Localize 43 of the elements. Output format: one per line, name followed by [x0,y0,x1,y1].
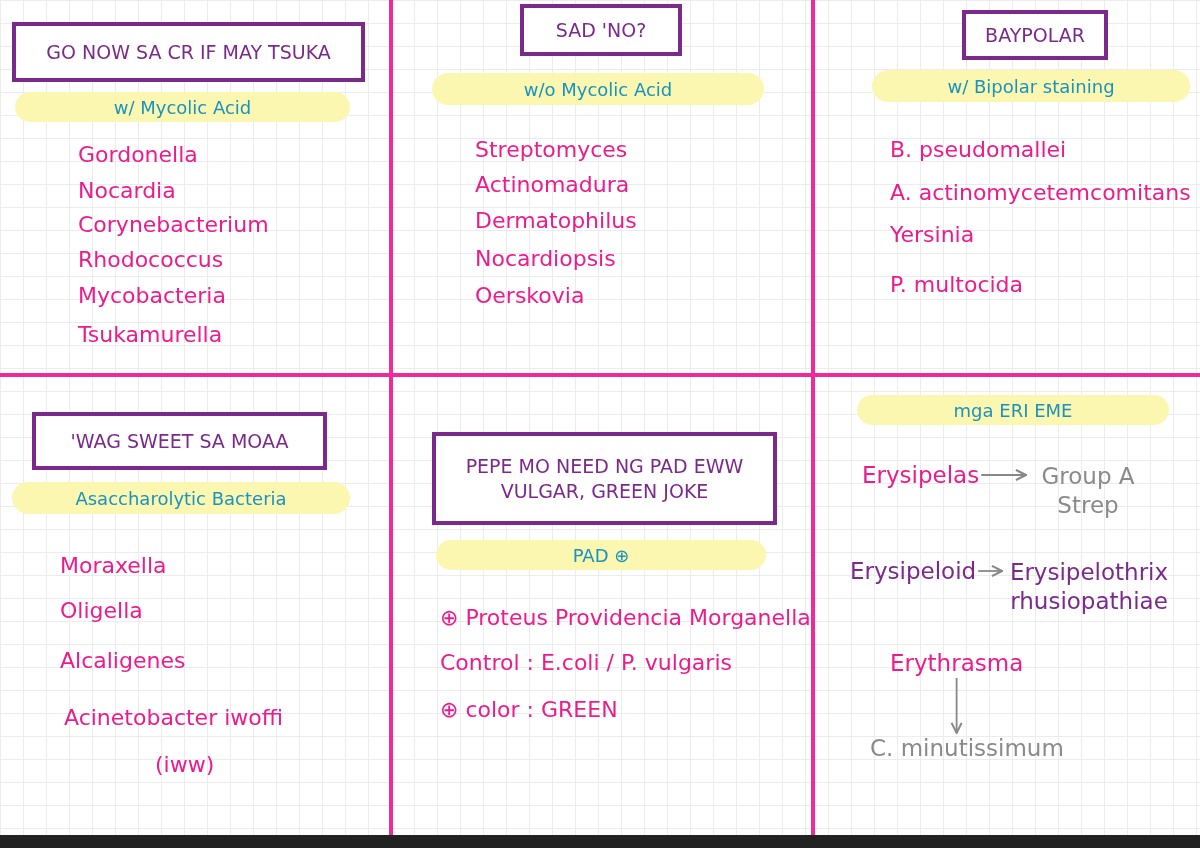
organism-name: Group A Strep [1028,462,1148,520]
highlighted-heading: mga ERI EME [857,395,1169,425]
mnemonic-box: GO NOW SA CR IF MAY TSUKA [12,22,365,82]
note-text: ⊕ color : GREEN [440,697,618,722]
note-text: Alcaligenes [60,648,186,673]
organism-name: Erysipelothrix rhusiopathiae [1004,558,1174,616]
organism-name: Erysipelas [862,462,980,488]
note-text: Oligella [60,598,143,623]
note-text: Mycobacteria [78,283,226,308]
arrow [980,468,1027,482]
note-text: ⊕ Proteus Providencia Morganella [440,605,811,630]
note-text: (iww) [155,752,215,777]
note-text: Rhodococcus [78,247,224,272]
note-text: Nocardiopsis [475,246,616,271]
arrow [950,677,963,734]
note-text: A. actinomycetemcomitans [890,180,1191,205]
note-text: Gordonella [78,142,198,167]
mnemonic-box: 'WAG SWEET SA MOAA [32,412,327,470]
note-text: Acinetobacter iwoffi [64,705,283,730]
mnemonic-box: SAD 'NO? [520,4,682,56]
organism-name: Erysipeloid [850,558,977,584]
mnemonic-box: PEPE MO NEED NG PAD EWW VULGAR, GREEN JOKE [432,432,777,525]
note-text: Moraxella [60,553,167,578]
organism-name: C. minutissimum [870,735,1064,761]
note-text: P. multocida [890,272,1024,297]
highlighted-heading: PAD ⊕ [436,540,766,570]
note-text: Streptomyces [475,137,628,162]
highlighted-heading: w/ Bipolar staining [872,70,1190,102]
note-text: Control : E.coli / P. vulgaris [440,650,732,675]
note-text: Corynebacterium [78,212,269,237]
highlighted-heading: w/o Mycolic Acid [432,73,764,105]
note-text: B. pseudomallei [890,137,1067,162]
note-text: Yersinia [890,222,975,247]
note-text: Nocardia [78,178,176,203]
note-text: Oerskovia [475,283,585,308]
note-text: Tsukamurella [78,322,223,347]
note-text: Actinomadura [475,172,630,197]
note-text: Dermatophilus [475,208,637,233]
mnemonic-box: BAYPOLAR [962,10,1108,60]
highlighted-heading: w/ Mycolic Acid [15,92,350,122]
highlighted-heading: Asaccharolytic Bacteria [12,482,350,514]
organism-name: Erythrasma [890,650,1024,676]
arrow [977,564,1003,578]
